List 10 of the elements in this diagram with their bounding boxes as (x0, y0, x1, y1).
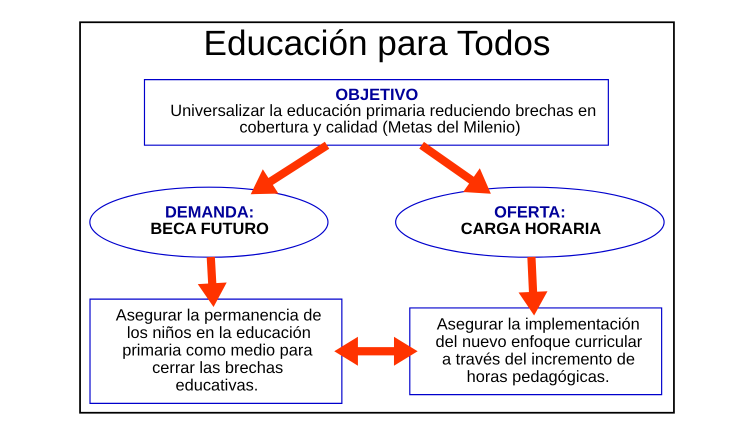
arrow (198, 256, 227, 307)
node-ellipse: DEMANDA: BECA FUTURO (89, 186, 329, 258)
arrow (250, 142, 330, 194)
arrow (334, 336, 418, 366)
node-ellipse: OFERTA: CARGA HORARIA (395, 186, 665, 258)
arrow (419, 142, 491, 194)
node-box: OBJETIVO Universalizar la educación primaria reduciendo brechas en cobertura y calidad (Metas del Milenio) (144, 79, 609, 146)
node-box: Asegurar la permanencia de los niños en la educación primaria como medio para cerrar las brechas educativas. (89, 298, 342, 404)
arrow (518, 256, 548, 316)
node-box: Asegurar la implementación del nuevo enfoque curricular a través del incremento de horas pedagógicas. (409, 307, 662, 396)
